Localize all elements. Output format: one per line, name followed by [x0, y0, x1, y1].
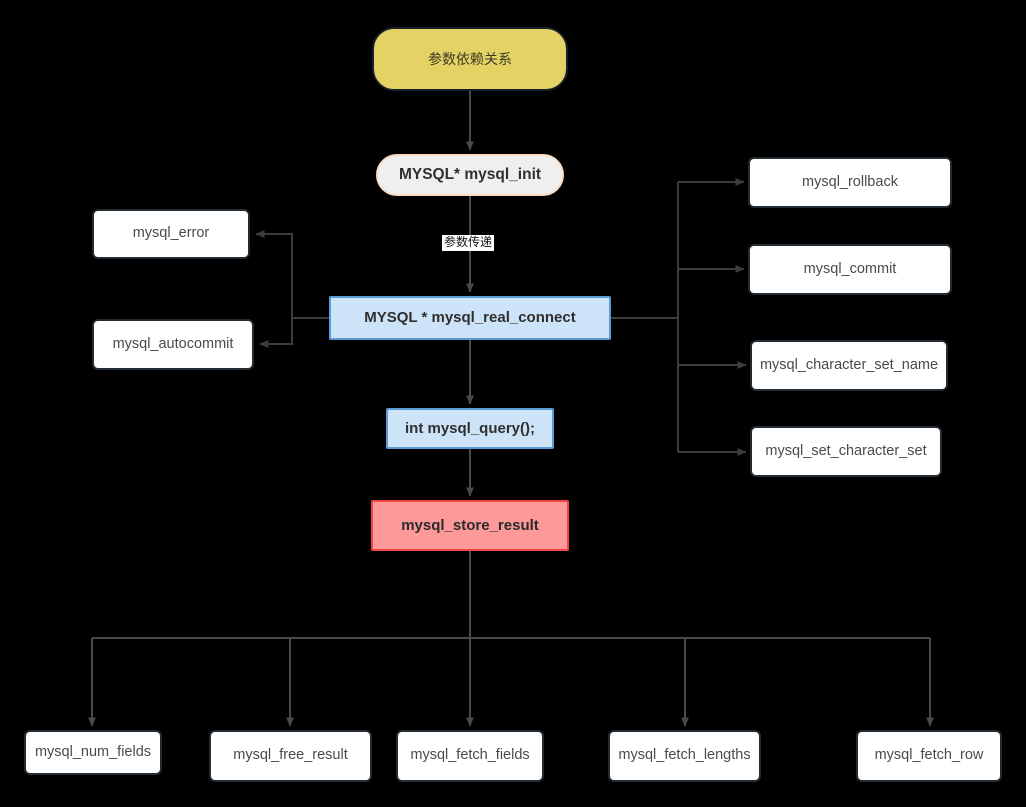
node-mysql-fetch-row-label: mysql_fetch_row [874, 747, 984, 764]
node-mysql-set-character-set-label: mysql_set_character_set [765, 442, 927, 459]
node-mysql-init[interactable]: MYSQL* mysql_init [376, 154, 564, 196]
node-mysql-fetch-lengths[interactable]: mysql_fetch_lengths [608, 730, 761, 782]
node-mysql-commit-label: mysql_commit [803, 260, 897, 277]
node-mysql-query[interactable]: int mysql_query(); [386, 408, 554, 449]
node-mysql-character-set-name-label: mysql_character_set_name [759, 356, 939, 373]
node-mysql-fetch-fields[interactable]: mysql_fetch_fields [396, 730, 544, 782]
node-mysql-error-label: mysql_error [132, 225, 210, 242]
node-mysql-init-label: MYSQL* mysql_init [398, 165, 542, 183]
node-mysql-fetch-row[interactable]: mysql_fetch_row [856, 730, 1002, 782]
node-mysql-num-fields-label: mysql_num_fields [34, 743, 152, 760]
node-mysql-set-character-set[interactable]: mysql_set_character_set [750, 426, 942, 477]
node-mysql-error[interactable]: mysql_error [92, 209, 250, 259]
edge-real-connect-to-mysql-error [255, 230, 329, 319]
node-mysql-rollback[interactable]: mysql_rollback [748, 157, 952, 208]
node-mysql-store-result[interactable]: mysql_store_result [371, 500, 569, 551]
node-mysql-fetch-fields-label: mysql_fetch_fields [410, 747, 530, 764]
node-mysql-character-set-name[interactable]: mysql_character_set_name [750, 340, 948, 391]
node-mysql-free-result-label: mysql_free_result [233, 747, 348, 764]
node-mysql-real-connect-label: MYSQL * mysql_real_connect [364, 309, 576, 326]
edge-real-connect-to-mysql-autocommit [259, 318, 293, 348]
edge-label-param-pass: 参数传递 [442, 235, 495, 251]
edge-real-connect-right-trunk [611, 182, 679, 452]
edge-store-result-bus [92, 551, 930, 639]
node-mysql-query-label: int mysql_query(); [404, 419, 536, 437]
node-start[interactable]: 参数依赖关系 [372, 27, 568, 91]
node-start-label: 参数依赖关系 [428, 50, 512, 67]
node-mysql-commit[interactable]: mysql_commit [748, 244, 952, 295]
node-mysql-num-fields[interactable]: mysql_num_fields [24, 730, 162, 775]
node-mysql-rollback-label: mysql_rollback [802, 173, 898, 190]
node-mysql-autocommit-label: mysql_autocommit [112, 335, 234, 352]
node-mysql-real-connect[interactable]: MYSQL * mysql_real_connect [329, 296, 611, 340]
node-mysql-free-result[interactable]: mysql_free_result [209, 730, 372, 782]
node-mysql-autocommit[interactable]: mysql_autocommit [92, 319, 254, 370]
node-mysql-fetch-lengths-label: mysql_fetch_lengths [618, 747, 751, 764]
node-mysql-store-result-label: mysql_store_result [401, 516, 539, 534]
